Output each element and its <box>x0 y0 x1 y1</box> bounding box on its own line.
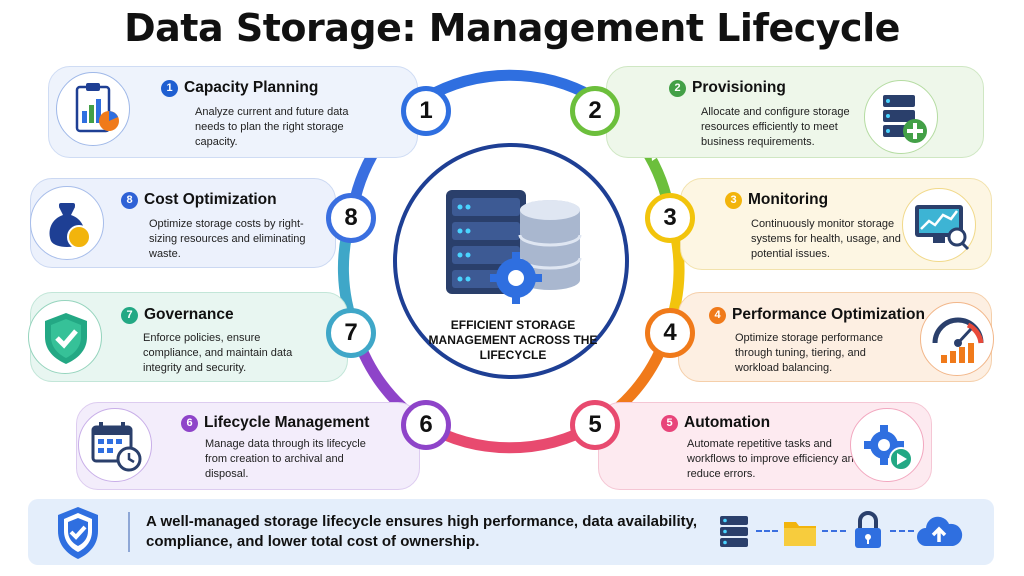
step-description: Manage data through its lifecycle from c… <box>205 438 366 480</box>
step-badge: 1 <box>161 80 178 97</box>
step-heading: Monitoring <box>748 191 829 208</box>
summary-banner <box>28 499 994 565</box>
step-badge: 5 <box>661 415 678 432</box>
gauge-icon <box>920 302 994 376</box>
flow-arrow <box>822 530 846 532</box>
step-circle-4: 4 <box>645 308 695 358</box>
step-heading: Performance Optimization <box>732 306 925 323</box>
step-badge: 8 <box>121 192 138 209</box>
step-circle-1: 1 <box>401 86 451 136</box>
step-badge: 2 <box>669 80 686 97</box>
lock-icon <box>855 511 881 548</box>
summary-text: A well-managed storage lifecycle ensures… <box>146 513 698 550</box>
step-description: Continuously monitor storage systems for… <box>751 218 901 260</box>
step-circle-3: 3 <box>645 193 695 243</box>
page-title: Data Storage: Management Lifecycle <box>124 6 900 50</box>
step-heading: Cost Optimization <box>144 191 277 208</box>
step-circle-7: 7 <box>326 308 376 358</box>
step-description: Optimize storage performance through tun… <box>735 332 883 374</box>
clipboard-chart-icon <box>56 72 130 146</box>
shield-check-icon <box>58 507 98 559</box>
step-circle-8: 8 <box>326 193 376 243</box>
calendar-clock-icon <box>78 408 152 482</box>
step-description: Automate repetitive tasks and workflows … <box>687 438 860 480</box>
step-heading: Provisioning <box>692 79 786 96</box>
monitor-chart-icon <box>902 188 976 262</box>
folder-icon <box>784 522 816 546</box>
center-label: EFFICIENT STORAGE MANAGEMENT ACROSS THE … <box>428 318 598 362</box>
step-description: Analyze current and future data needs to… <box>195 106 349 148</box>
shield-check-icon <box>28 300 102 374</box>
flow-arrow <box>890 530 914 532</box>
step-description: Optimize storage costs by right-sizing r… <box>149 218 306 260</box>
flow-arrow <box>756 530 778 532</box>
server-add-icon <box>864 80 938 154</box>
server-icon <box>720 516 748 547</box>
storage-server-icon <box>446 190 582 304</box>
step-circle-5: 5 <box>570 400 620 450</box>
step-heading: Automation <box>684 414 771 431</box>
step-circle-6: 6 <box>401 400 451 450</box>
money-bag-icon <box>30 186 104 260</box>
cloud-upload-icon <box>917 516 963 546</box>
step-heading: Capacity Planning <box>184 79 319 96</box>
gear-play-icon <box>850 408 924 482</box>
divider <box>128 512 130 552</box>
step-heading: Governance <box>144 306 234 323</box>
step-badge: 3 <box>725 192 742 209</box>
step-badge: 7 <box>121 307 138 324</box>
step-badge: 6 <box>181 415 198 432</box>
step-description: Allocate and configure storage resources… <box>701 106 850 148</box>
step-heading: Lifecycle Management <box>204 414 370 431</box>
step-badge: 4 <box>709 307 726 324</box>
step-circle-2: 2 <box>570 86 620 136</box>
step-description: Enforce policies, ensure compliance, and… <box>143 332 293 374</box>
